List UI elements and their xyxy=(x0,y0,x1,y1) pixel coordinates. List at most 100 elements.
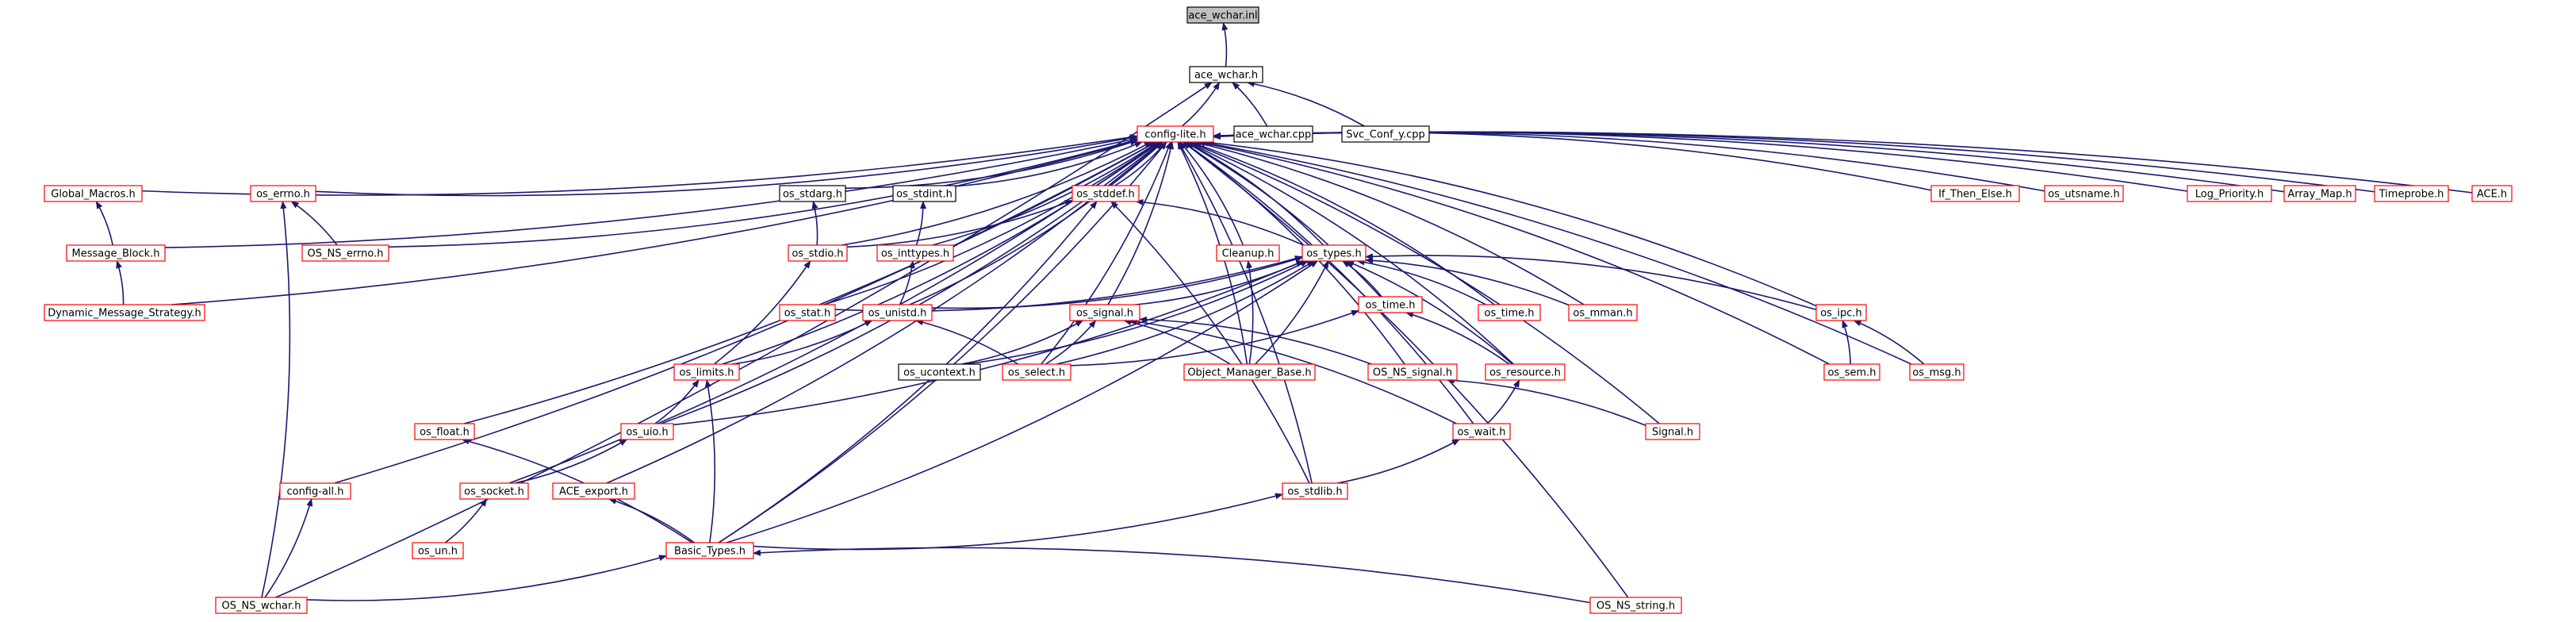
node-box xyxy=(1071,185,1140,202)
node-array-map-h[interactable]: Array_Map.h xyxy=(2283,185,2356,202)
edge-os_msg_h-to-os_ipc_h xyxy=(1853,320,1925,365)
node-signal-h[interactable]: Signal.h xyxy=(1645,423,1700,440)
node-box xyxy=(2187,185,2272,202)
node-os-utsname-h[interactable]: os_utsname.h xyxy=(2044,185,2124,202)
node-global-macros-h[interactable]: Global_Macros.h xyxy=(44,185,143,202)
edge-os_unistd_h-to-os_inttypes_h xyxy=(899,260,915,305)
node-os-ns-signal-h[interactable]: OS_NS_signal.h xyxy=(1367,363,1458,381)
node-os-limits-h[interactable]: os_limits.h xyxy=(673,363,740,381)
node-label: ace_wchar.h xyxy=(1194,70,1258,82)
edge-config_all_h-to-config_lite_h xyxy=(334,141,1157,484)
edge-os_sem_h-to-config_lite_h xyxy=(1197,140,1830,365)
node-os-stat-h[interactable]: os_stat.h xyxy=(779,304,836,321)
node-os-stdlib-h[interactable]: os_stdlib.h xyxy=(1282,482,1348,500)
edge-os_unistd_h-to-os_types_h xyxy=(931,256,1303,309)
node-os-inttypes-h[interactable]: os_inttypes.h xyxy=(876,244,954,262)
edge-os_resource_h-to-config_lite_h xyxy=(1186,141,1514,365)
node-os-sem-h[interactable]: os_sem.h xyxy=(1823,363,1880,381)
edge-os_wait_h-to-os_signal_h xyxy=(1129,318,1457,424)
node-box xyxy=(1282,482,1348,500)
node-ace-wchar-h[interactable]: ace_wchar.h xyxy=(1189,66,1263,83)
node-label: Basic_Types.h xyxy=(674,546,746,558)
node-timeprobe-h[interactable]: Timeprobe.h xyxy=(2374,185,2449,202)
node-os-time-h2[interactable]: os_time.h xyxy=(1478,304,1541,321)
edge-os_resource_h-to-os_time_h xyxy=(1405,311,1510,365)
node-label: ACE.h xyxy=(2477,189,2507,201)
edge-os_select_h-to-os_signal_h xyxy=(1045,320,1097,365)
node-svc-conf-y-cpp[interactable]: Svc_Conf_y.cpp xyxy=(1341,125,1430,143)
node-os-ns-errno-h[interactable]: OS_NS_errno.h xyxy=(301,244,389,262)
node-label: config-lite.h xyxy=(1144,129,1206,141)
node-box xyxy=(892,185,956,202)
edge-os_ns_errno_h-to-os_errno_h xyxy=(290,201,338,246)
edge-os_limits_h-to-os_stdio_h xyxy=(713,260,811,365)
edge-signal_h-to-config_lite_h xyxy=(1187,141,1660,424)
node-box xyxy=(1183,363,1316,381)
node-box xyxy=(898,363,981,381)
node-box xyxy=(1568,304,1638,321)
node-label: Svc_Conf_y.cpp xyxy=(1346,129,1425,141)
node-ace-export-h[interactable]: ACE_export.h xyxy=(552,482,635,500)
node-if-then-else-h[interactable]: If_Then_Else.h xyxy=(1930,185,2020,202)
node-object-manager-base-h[interactable]: Object_Manager_Base.h xyxy=(1183,363,1316,381)
node-label: If_Then_Else.h xyxy=(1938,189,2012,201)
node-os-stddef-h[interactable]: os_stddef.h xyxy=(1071,185,1140,202)
node-cleanup-h[interactable]: Cleanup.h xyxy=(1216,244,1280,262)
node-os-ucontext-h[interactable]: os_ucontext.h xyxy=(898,363,981,381)
edge-os_resource_h-to-os_types_h xyxy=(1346,260,1513,365)
node-os-wait-h[interactable]: os_wait.h xyxy=(1452,423,1511,440)
node-label: os_float.h xyxy=(420,427,470,439)
node-box xyxy=(1823,363,1880,381)
node-os-time-h[interactable]: os_time.h xyxy=(1358,296,1423,313)
node-label: os_msg.h xyxy=(1912,367,1961,379)
edge-os_signal_h-to-os_types_h xyxy=(1135,260,1305,305)
node-os-socket-h[interactable]: os_socket.h xyxy=(459,482,529,500)
node-os-un-h[interactable]: os_un.h xyxy=(412,542,464,559)
node-os-msg-h[interactable]: os_msg.h xyxy=(1909,363,1965,381)
edge-os_ucontext_h-to-os_signal_h xyxy=(961,320,1084,365)
node-box xyxy=(412,542,464,559)
node-os-ns-string-h[interactable]: OS_NS_string.h xyxy=(1589,597,1682,614)
edge-os_uio_h-to-os_limits_h xyxy=(654,379,700,424)
node-os-float-h[interactable]: os_float.h xyxy=(414,423,475,440)
node-config-lite-h[interactable]: config-lite.h xyxy=(1137,125,1214,143)
node-os-uio-h[interactable]: os_uio.h xyxy=(620,423,674,440)
edge-svc_conf_y_cpp-to-ace_wchar_h xyxy=(1246,80,1365,127)
node-os-select-h[interactable]: os_select.h xyxy=(1002,363,1071,381)
node-os-stdio-h[interactable]: os_stdio.h xyxy=(788,244,848,262)
edge-message_block_h-to-config_lite_h xyxy=(164,136,1138,248)
node-os-signal-h[interactable]: os_signal.h xyxy=(1069,304,1140,321)
node-label: os_utsname.h xyxy=(2048,189,2120,201)
node-box xyxy=(1216,244,1280,262)
node-os-stdarg-h[interactable]: os_stdarg.h xyxy=(779,185,846,202)
node-basic-types-h[interactable]: Basic_Types.h xyxy=(665,542,754,559)
node-box xyxy=(1189,66,1263,83)
edge-os_ns_errno_h-to-config_lite_h xyxy=(388,138,1138,248)
node-ace-h[interactable]: ACE.h xyxy=(2471,185,2513,202)
edge-os_wait_h-to-os_resource_h xyxy=(1486,379,1520,424)
node-os-unistd-h[interactable]: os_unistd.h xyxy=(862,304,933,321)
node-os-stdint-h[interactable]: os_stdint.h xyxy=(892,185,956,202)
node-os-resource-h[interactable]: os_resource.h xyxy=(1485,363,1566,381)
node-config-all-h[interactable]: config-all.h xyxy=(279,482,351,500)
node-ace-wchar-cpp[interactable]: ace_wchar.cpp xyxy=(1233,125,1313,143)
edge-layer xyxy=(95,22,2473,604)
node-label: config-all.h xyxy=(286,486,343,498)
node-box xyxy=(1069,304,1140,321)
node-os-errno-h[interactable]: os_errno.h xyxy=(250,185,316,202)
node-message-block-h[interactable]: Message_Block.h xyxy=(66,244,166,262)
edge-os_signal_h-to-config_lite_h xyxy=(1107,141,1174,305)
node-os-ipc-h[interactable]: os_ipc.h xyxy=(1815,304,1867,321)
node-os-types-h[interactable]: os_types.h xyxy=(1301,244,1367,262)
edge-os_limits_h-to-os_unistd_h xyxy=(731,320,873,365)
node-label: Cleanup.h xyxy=(1222,248,1275,260)
node-os-mman-h[interactable]: os_mman.h xyxy=(1568,304,1638,321)
node-ace-wchar-inl[interactable]: ace_wchar.inl xyxy=(1186,6,1259,24)
node-log-priority-h[interactable]: Log_Priority.h xyxy=(2187,185,2272,202)
node-box xyxy=(66,244,166,262)
node-dynamic-message-strategy-h[interactable]: Dynamic_Message_Strategy.h xyxy=(44,304,205,321)
node-os-ns-wchar-h[interactable]: OS_NS_wchar.h xyxy=(215,597,308,614)
node-label: Global_Macros.h xyxy=(51,189,135,201)
node-label: ACE_export.h xyxy=(559,486,628,498)
